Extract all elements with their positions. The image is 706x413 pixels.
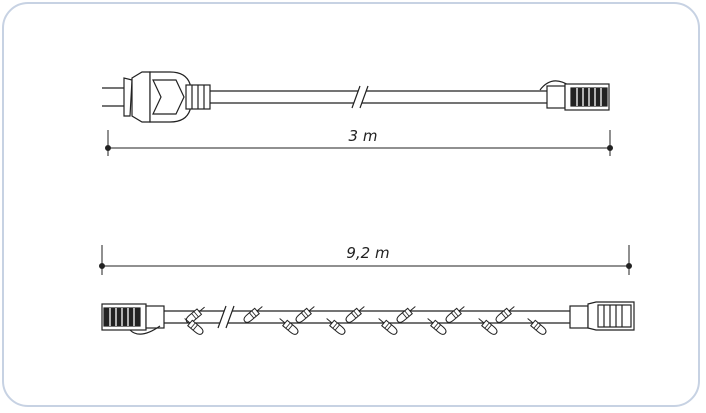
bulb-icon: [375, 315, 400, 337]
bulb-icon: [293, 303, 318, 325]
bulb-icon: [443, 303, 468, 325]
power-cable: [102, 71, 610, 123]
right-connector-icon: [569, 301, 635, 331]
dimension-line-top: [105, 130, 613, 156]
dimension-label-bottom: 9,2 m: [346, 244, 389, 262]
plug-icon: [123, 71, 211, 123]
end-connector-icon: [539, 80, 610, 111]
bulb-icon: [394, 303, 419, 325]
cable-line: [210, 85, 547, 109]
string-cable-line: [164, 305, 570, 329]
plug-pins: [102, 87, 124, 107]
bulbs-lower-row: [181, 315, 549, 337]
dimension-line-bottom: [99, 245, 632, 275]
bulb-icon: [241, 303, 266, 325]
light-string-cable: [101, 301, 635, 335]
bulb-icon: [343, 303, 368, 325]
diagram-frame: [2, 2, 700, 407]
bulb-icon: [524, 315, 549, 337]
left-connector-icon: [101, 303, 165, 335]
bulbs-upper-row: [184, 303, 518, 326]
bulb-icon: [493, 303, 518, 325]
bulb-icon: [424, 315, 449, 337]
dimension-label-top: 3 m: [349, 127, 378, 145]
bulb-icon: [323, 315, 348, 337]
bulb-icon: [475, 315, 500, 337]
